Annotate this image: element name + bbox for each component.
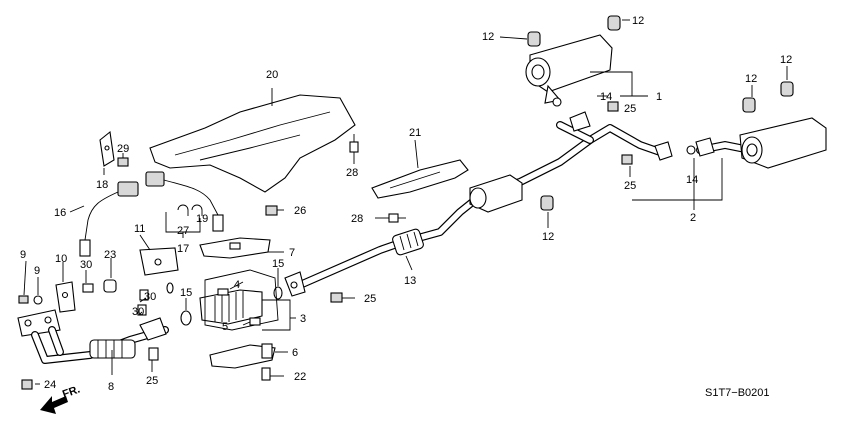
callout-19: 19: [196, 213, 208, 225]
callout-9b: 9: [34, 265, 40, 277]
callout-25c: 25: [364, 293, 376, 305]
callout-30a: 30: [80, 259, 92, 271]
callout-12a: 12: [482, 31, 494, 43]
callout-27: 27: [177, 225, 189, 237]
callout-12c: 12: [745, 73, 757, 85]
pre-chamber: [392, 228, 424, 256]
callout-30b: 30: [144, 291, 156, 303]
oxygen-sensors: [79, 171, 224, 257]
callout-23: 23: [104, 249, 116, 261]
callout-26: 26: [294, 205, 306, 217]
callout-24: 24: [44, 379, 56, 391]
callout-1: 1: [656, 91, 662, 103]
callout-21: 21: [409, 127, 421, 139]
fasteners: [18, 97, 633, 390]
callout-3: 3: [300, 313, 306, 325]
heat-shield-middle: [371, 159, 469, 199]
upper-muffler: [525, 34, 613, 104]
sensor-clips: [177, 204, 203, 216]
leader-lines: [23, 19, 788, 385]
callout-30c: 30: [132, 306, 144, 318]
callout-28b: 28: [351, 213, 363, 225]
catalytic-converter: [199, 269, 279, 331]
callout-4: 4: [234, 279, 240, 291]
heat-shield-catalyst-lower: [209, 343, 276, 369]
callout-12e: 12: [542, 231, 554, 243]
callout-8: 8: [108, 381, 114, 393]
callout-17: 17: [177, 243, 189, 255]
right-muffler: [739, 117, 827, 169]
sensor-bracket: [99, 130, 115, 167]
heat-shield-catalyst-upper: [199, 237, 271, 259]
callout-25a: 25: [624, 103, 636, 115]
callout-6: 6: [292, 347, 298, 359]
diagram-code: S1T7−B0201: [705, 387, 770, 399]
front-pipe-assembly: [17, 309, 169, 364]
exhaust-pipe-line: [296, 121, 754, 289]
callout-14a: 14: [600, 91, 612, 103]
center-resonator: [469, 174, 523, 213]
callout-labels: 1 2 3 4 5 6 7 8 9 9 10 11 12 12 12 12 12…: [20, 15, 792, 393]
heat-shield-upper: [149, 94, 356, 193]
callout-7: 7: [289, 247, 295, 259]
callout-25b: 25: [624, 180, 636, 192]
callout-11: 11: [134, 223, 145, 235]
callout-14b: 14: [686, 174, 698, 186]
callout-16: 16: [54, 207, 66, 219]
rubber-hangers: [527, 15, 794, 211]
callout-20: 20: [266, 69, 278, 81]
callout-12d: 12: [780, 54, 792, 66]
callout-25d: 25: [146, 375, 158, 387]
front-direction-arrow: FR.: [40, 383, 82, 414]
callout-29: 29: [117, 143, 129, 155]
callout-2: 2: [690, 212, 696, 224]
callout-18: 18: [96, 179, 108, 191]
callout-28a: 28: [346, 167, 358, 179]
callout-5: 5: [222, 321, 228, 333]
callout-12b: 12: [632, 15, 644, 27]
callout-15b: 15: [180, 287, 192, 299]
callout-13: 13: [404, 275, 416, 287]
callout-22: 22: [294, 371, 306, 383]
callout-15a: 15: [272, 258, 284, 270]
direction-label: FR.: [61, 383, 82, 400]
callout-9a: 9: [20, 249, 26, 261]
brackets: [55, 247, 179, 313]
callout-10: 10: [55, 253, 67, 265]
